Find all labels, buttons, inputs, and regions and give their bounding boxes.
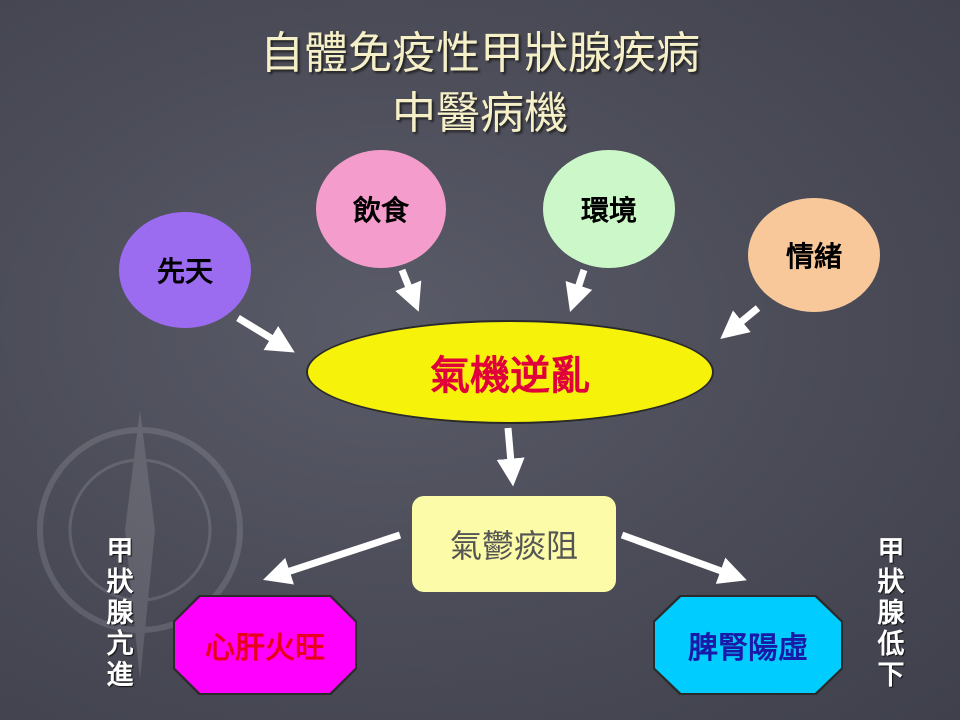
node-xiantian: 先天 xyxy=(119,212,251,328)
node-pishen-label: 脾腎陽虛 xyxy=(655,597,841,693)
node-qiji-niluan: 氣機逆亂 xyxy=(306,320,714,424)
node-yinshi: 飲食 xyxy=(316,150,446,268)
title-line-2: 中醫病機 xyxy=(392,88,568,139)
node-qingxu: 情緒 xyxy=(748,198,880,312)
node-qiyu-tanzu: 氣鬱痰阻 xyxy=(412,496,616,592)
title-line-1: 自體免疫性甲狀腺疾病 xyxy=(260,28,700,79)
arrow-qiyu-to-xingan xyxy=(263,531,402,585)
node-xingan-label: 心肝火旺 xyxy=(175,597,355,693)
arrow-qiyu-to-pishen xyxy=(620,531,747,584)
node-xingan-huowang: 心肝火旺 xyxy=(173,595,357,695)
node-pishen-yangxu: 脾腎陽虛 xyxy=(653,595,843,695)
node-huanjing: 環境 xyxy=(543,150,675,268)
arrow-xiantian-to-qiji xyxy=(236,315,295,353)
arrow-qingxu-to-qiji xyxy=(720,305,761,339)
label-hyperthyroid: 甲狀腺亢進 xyxy=(106,536,134,691)
arrow-yinshi-to-qiji xyxy=(395,268,422,312)
arrow-huanjing-to-qiji xyxy=(565,268,593,312)
compass-watermark xyxy=(37,410,243,680)
label-hypothyroid: 甲狀腺低下 xyxy=(877,536,905,691)
arrow-qiji-to-qiyu xyxy=(496,427,525,487)
